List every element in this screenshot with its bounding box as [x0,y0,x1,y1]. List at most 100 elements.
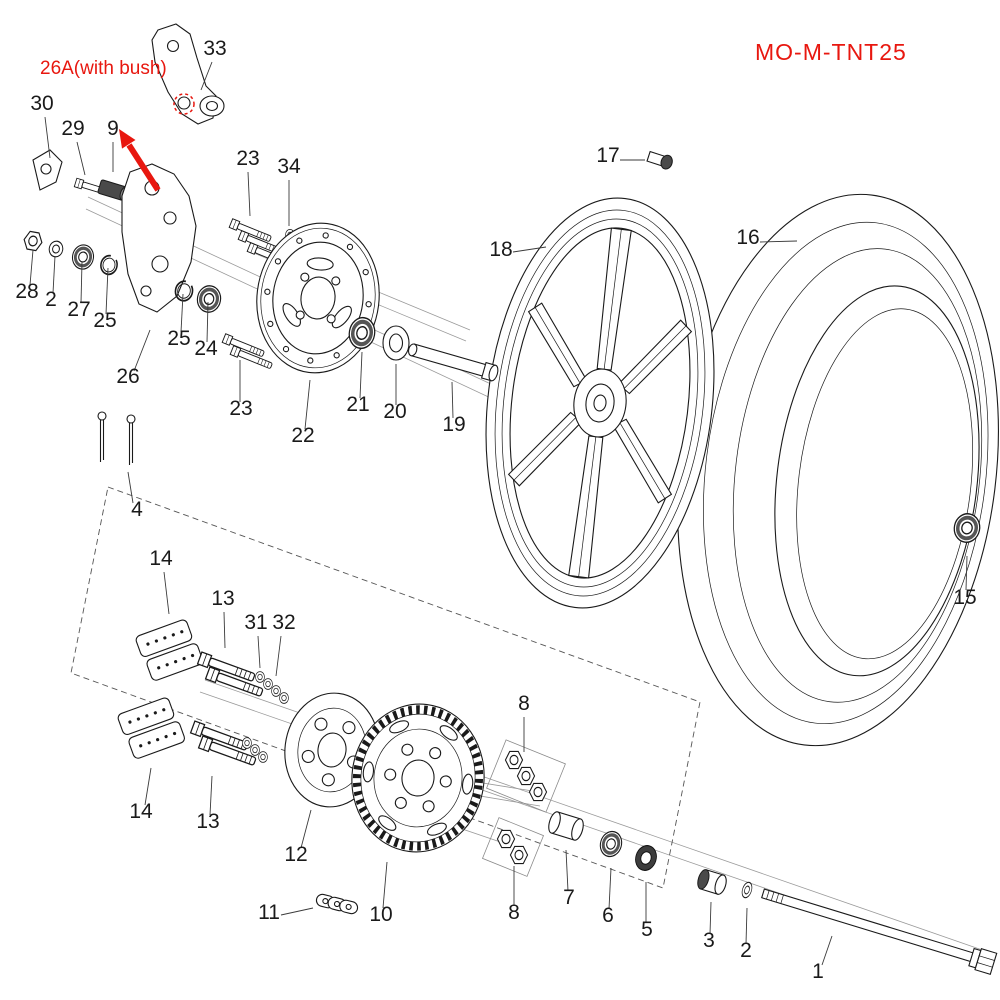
part-number-label: 29 [61,117,84,140]
leader-line [144,767,152,806]
part-number-label: 12 [284,843,307,866]
part-number-label: 4 [131,498,143,521]
part-number-label: 23 [236,147,259,170]
leader-line [745,907,748,945]
leader-line [127,471,134,504]
part-number-label: 18 [489,238,512,261]
part-number-label: 5 [641,918,653,941]
part-number-label: 2 [45,288,57,311]
part-7-spacer [548,811,584,841]
part-25-circlip-left [98,253,120,277]
part-27-bearing [68,241,98,273]
part-11-chain-link [315,893,359,915]
part-number-label: 16 [736,226,759,249]
part-number-label: 30 [30,92,53,115]
part-22-brake-disc [256,222,380,374]
part-3-spacer [697,869,727,895]
leader-line [257,635,261,669]
part-number-label: 9 [107,117,119,140]
leader-line [206,301,209,343]
leader-line [759,240,798,243]
part-number-label: 15 [953,586,976,609]
part-26-caliper-bracket [121,163,197,313]
part-number-label: 33 [203,37,226,60]
part-number-label: 14 [129,800,153,823]
part-number-label: 8 [508,901,520,924]
part-number-label: 23 [229,397,252,420]
part-14-brake-pads-upper [135,619,203,681]
part-30-bracket [32,149,63,191]
leader-line [200,61,213,91]
leader-line [359,351,363,399]
part-number-label: 19 [442,413,465,436]
part-number-label: 1 [812,960,824,983]
leader-line [133,329,151,372]
part-number-label: 2 [740,939,752,962]
annotation-26a: 26A(with bush) [40,58,167,79]
part-number-label: 13 [196,810,219,833]
leader-line [382,861,388,909]
leader-line [304,379,311,430]
red-arrow-icon [119,129,161,192]
leader-line [105,267,109,315]
part-number-label: 20 [383,400,406,423]
part-17-pin [646,150,673,170]
leader-line [180,293,184,333]
leader-line [80,261,83,304]
part-6-bearing [595,827,627,861]
part-1-axle [761,888,998,976]
leader-line [275,635,282,677]
part-number-label: 31 [244,611,267,634]
part-33-bracket [151,23,225,125]
part-number-label: 22 [291,424,314,447]
red-callouts: 26A(with bush) MO-M-TNT25 [40,39,907,192]
part-2-washer-left [47,239,65,259]
part-number-label: 24 [194,337,218,360]
part-14-brake-pads-lower [117,697,185,759]
drawing-code: MO-M-TNT25 [755,39,907,65]
part-number-label: 28 [15,280,38,303]
part-8-nuts-lower [481,817,545,877]
leader-line [709,901,712,935]
part-number-label: 13 [211,587,234,610]
leader-line [209,775,213,816]
leader-line [512,246,547,253]
leader-line [29,249,34,286]
upper-assembly [21,23,499,465]
leader-line [965,555,968,591]
leader-line [300,809,312,849]
part-number-label: 17 [596,144,619,167]
part-18-wheel-rim [485,197,715,609]
part-number-label: 3 [703,929,715,952]
part-number-label: 34 [277,155,301,178]
lower-assembly [117,619,998,976]
part-number-label: 11 [258,901,280,924]
part-number-label: 8 [518,692,530,715]
part-number-label: 21 [346,393,369,416]
part-28-nut [21,229,45,253]
leader-line [52,255,56,294]
highlight-circle-icon [173,93,195,115]
part-4-cotter-pins [97,411,136,465]
part-24-bearing [193,282,225,316]
leader-line [76,141,86,176]
part-number-label: 14 [149,547,173,570]
part-number-label: 10 [369,903,392,926]
part-number-label: 25 [167,327,190,350]
leader-line [44,116,51,159]
part-20-spacer [382,325,410,361]
leader-line [247,171,251,217]
part-number-label: 26 [116,365,139,388]
part-number-label: 27 [67,298,90,321]
leader-line [565,849,569,892]
part-number-label: 7 [563,886,575,909]
leader-line [821,935,833,966]
part-10-sprocket [351,703,485,853]
part-19-axle-sleeve [407,343,499,382]
part-5-seal [632,842,660,874]
leader-line [451,381,454,419]
leader-line [280,907,314,916]
